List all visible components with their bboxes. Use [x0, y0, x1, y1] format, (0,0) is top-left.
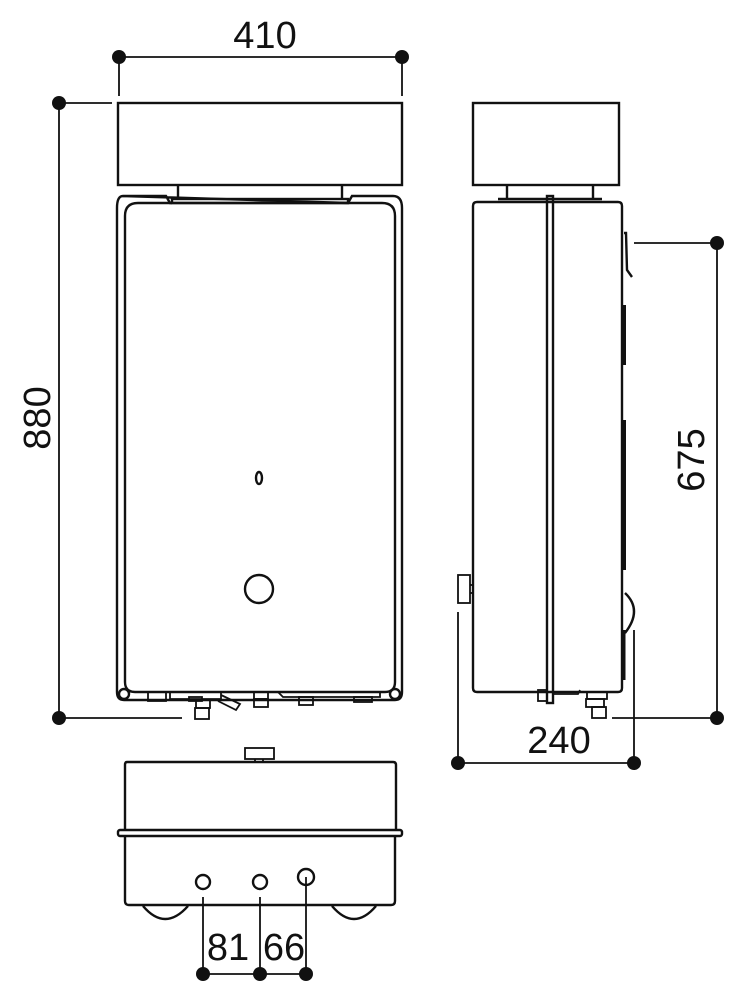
dimension-endpoint [627, 756, 641, 770]
spacing-1-label: 81 [207, 927, 249, 969]
connection-height-dimension: 675 [612, 236, 724, 725]
side-body [471, 200, 624, 694]
dimension-endpoint [253, 967, 267, 981]
bottom-view-knob [244, 747, 275, 760]
front-view: 410 880 [17, 15, 409, 725]
dimension-endpoint [710, 236, 724, 250]
mounting-hole-icon [388, 687, 402, 701]
side-fitting [591, 706, 607, 719]
connection-hole-icon [251, 873, 269, 891]
dimension-endpoint [52, 96, 66, 110]
connection-hole-icon [194, 873, 212, 891]
side-control-knob [457, 574, 471, 604]
depth-dimension: 240 [451, 612, 641, 770]
side-knob [624, 592, 636, 634]
mounting-bracket [545, 194, 555, 705]
side-flue-cap [471, 101, 621, 187]
relief-valve [217, 694, 242, 712]
foot [331, 905, 377, 921]
height-dimension: 880 [17, 96, 182, 725]
dimension-endpoint [299, 967, 313, 981]
water-inlet-fitting [253, 698, 269, 708]
width-label: 410 [233, 15, 296, 57]
connection-spacing-dimension: 81 66 [196, 877, 313, 981]
dimension-endpoint [395, 50, 409, 64]
connection-height-label: 675 [671, 428, 713, 491]
bottom-view: 81 66 [116, 747, 404, 981]
width-dimension: 410 [112, 15, 409, 96]
front-panel [123, 201, 397, 694]
bottom-fittings [147, 691, 381, 720]
mounting-hole-icon [117, 687, 131, 701]
side-view: 675 240 [451, 101, 724, 770]
foot [142, 905, 189, 921]
water-outlet-fitting [298, 696, 314, 706]
depth-label: 240 [527, 720, 590, 762]
dimension-endpoint [52, 711, 66, 725]
dimension-endpoint [451, 756, 465, 770]
dimension-endpoint [196, 967, 210, 981]
control-knob-icon [243, 573, 275, 605]
gas-inlet-fitting [194, 707, 210, 720]
bottom-view-upper-body [123, 760, 398, 830]
outer-frame [115, 194, 404, 702]
dimension-endpoint [710, 711, 724, 725]
bottom-view-lower-body [123, 836, 397, 907]
spacing-2-label: 66 [263, 927, 305, 969]
flue-cap [116, 101, 404, 187]
indicator-window [254, 470, 264, 486]
dimension-endpoint [112, 50, 126, 64]
height-label: 880 [17, 386, 59, 449]
bottom-view-rim [116, 828, 404, 838]
side-handle [624, 231, 633, 278]
